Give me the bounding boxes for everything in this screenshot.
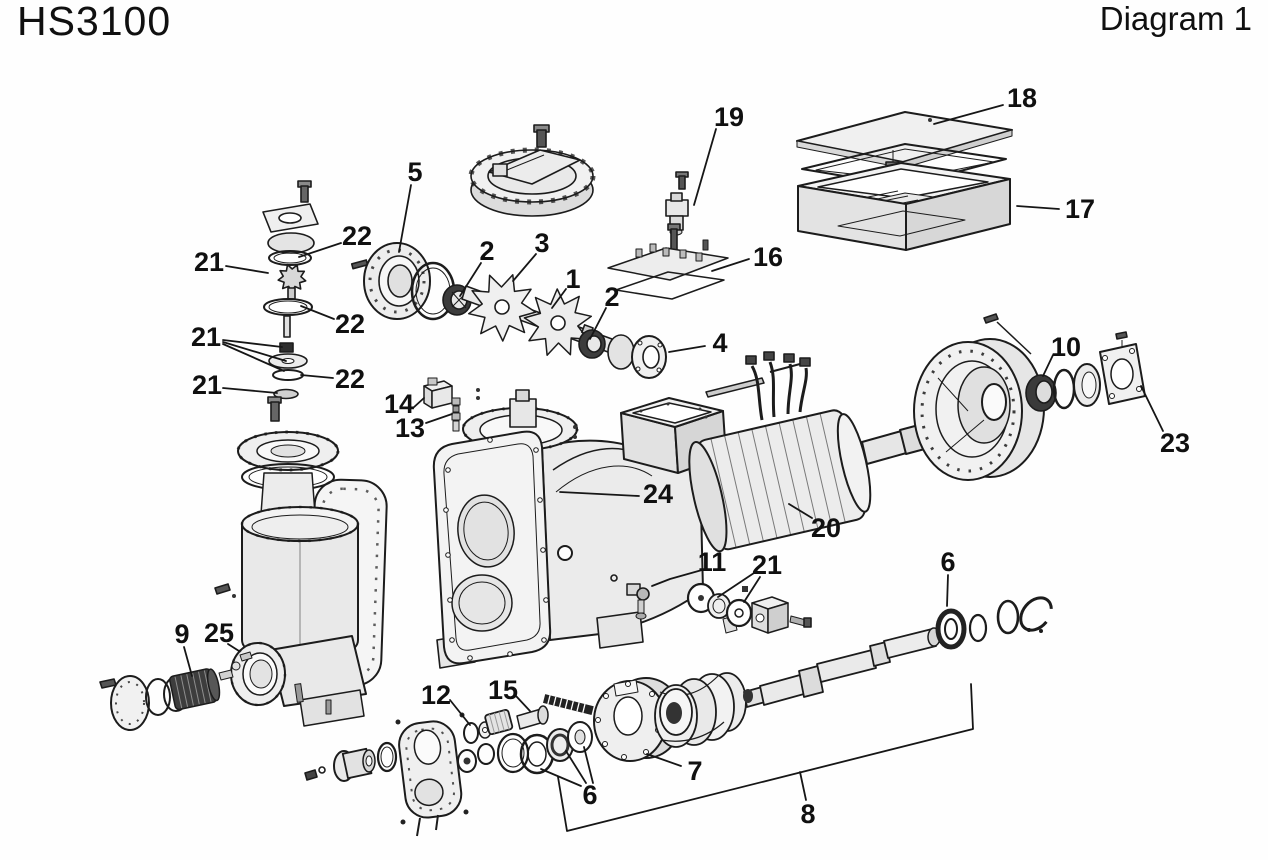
oil-filter-9: [99, 651, 253, 731]
diagram-number-label: Diagram 1: [1099, 0, 1252, 37]
callout-label-1: 1: [565, 264, 580, 294]
cover-plate-18: [796, 111, 1013, 169]
callout-label-22: 22: [342, 221, 372, 251]
callout-leader-21: [743, 576, 761, 603]
motor-stator-20: [688, 351, 948, 553]
callout-leader-14: [412, 397, 425, 409]
bearing-cover: [468, 124, 596, 217]
callout-leader-8: [799, 771, 807, 801]
callout-label-14: 14: [384, 389, 414, 419]
sight-glass-24: [557, 545, 573, 561]
callout-label-23: 23: [1160, 428, 1190, 458]
callout-label-13: 13: [395, 413, 425, 443]
callout-leader-22: [298, 242, 342, 258]
callout-leader-2: [459, 262, 482, 297]
model-title: HS3100: [17, 0, 172, 44]
callout-leader-10: [1042, 354, 1054, 377]
callout-leader-2: [589, 307, 607, 340]
callout-label-21: 21: [194, 247, 224, 277]
callout-label-18: 18: [1007, 83, 1037, 113]
callout-leader-9: [183, 646, 193, 677]
suction-tube: [229, 635, 367, 727]
callout-label-17: 17: [1065, 194, 1095, 224]
callout-leader-11: [651, 569, 703, 587]
callout-leader-6: [946, 574, 949, 607]
callout-leader-24: [559, 491, 640, 497]
callout-leader-13: [425, 413, 453, 424]
callout-label-3: 3: [534, 228, 549, 258]
callout-label-22: 22: [335, 364, 365, 394]
callout-label-9: 9: [174, 619, 189, 649]
callout-leader-18: [933, 104, 1004, 125]
flange-23: [1099, 331, 1146, 405]
callout-label-5: 5: [407, 157, 422, 187]
callout-label-24: 24: [643, 479, 673, 509]
callout-leader-7: [646, 753, 682, 767]
callout-leader-25: [227, 643, 240, 652]
callout-leader-17: [1016, 205, 1060, 210]
pump-cover-cluster: [304, 705, 549, 837]
callout-leader-22: [300, 305, 335, 320]
callout-leader-6: [583, 746, 594, 784]
callout-label-21: 21: [191, 322, 221, 352]
callout-leader-22: [300, 374, 334, 379]
callout-label-21: 21: [752, 550, 782, 580]
callout-label-15: 15: [488, 675, 518, 705]
fitting-13: [451, 397, 461, 406]
callout-leader-5: [398, 184, 412, 253]
check-valve-stack: [262, 180, 319, 422]
terminal-box-17: [797, 150, 1011, 251]
callout-label-6: 6: [940, 547, 955, 577]
callout-leader-3: [512, 253, 537, 282]
callout-leader-4: [668, 345, 706, 353]
callout-leader-21: [222, 387, 278, 394]
callout-leader-6: [565, 750, 587, 784]
callout-label-10: 10: [1051, 332, 1081, 362]
motor-end-bell: [913, 313, 1045, 481]
callout-leader-19: [693, 128, 717, 206]
callout-leader-21: [225, 265, 269, 274]
callout-leader-21: [222, 343, 285, 372]
callout-leader-12: [449, 699, 471, 726]
callout-label-8: 8: [800, 799, 815, 829]
callout-leader-8: [557, 683, 974, 832]
rotor-shaft-set: [519, 596, 1053, 775]
callout-leader-16: [711, 258, 750, 272]
callout-leader-20: [788, 503, 813, 519]
callout-leader-23: [1140, 385, 1164, 432]
valve-train-11-21: [610, 574, 812, 634]
callout-label-12: 12: [421, 680, 451, 710]
callout-label-6: 6: [582, 780, 597, 810]
callout-label-20: 20: [811, 513, 841, 543]
callout-label-22: 22: [335, 309, 365, 339]
callout-layer: 1223456678910111213141516171819202121212…: [174, 83, 1190, 832]
callout-leader-6: [540, 768, 582, 787]
callout-label-25: 25: [204, 618, 234, 648]
callout-label-7: 7: [687, 756, 702, 786]
callout-label-4: 4: [712, 328, 727, 358]
callout-leader-21: [222, 341, 287, 362]
snap-ring: [1019, 596, 1053, 632]
callout-leader-21: [222, 339, 283, 348]
fitting-25: [218, 669, 234, 681]
callout-leader-15: [515, 695, 531, 712]
callout-label-16: 16: [753, 242, 783, 272]
oil-separator: [214, 430, 388, 687]
callout-leader-1: [551, 288, 567, 309]
callout-leader-21: [717, 572, 755, 598]
callout-label-2: 2: [479, 236, 494, 266]
callout-label-2: 2: [604, 282, 619, 312]
terminal-plate-16: [607, 223, 729, 300]
callout-label-11: 11: [698, 547, 727, 577]
coupling-4: [607, 334, 667, 379]
seal-stack-10: [1025, 363, 1101, 412]
bearing-2b: [578, 329, 606, 359]
flange-5: [350, 242, 431, 320]
main-housing: [432, 389, 704, 669]
callout-label-19: 19: [714, 102, 744, 132]
callout-label-21: 21: [192, 370, 222, 400]
